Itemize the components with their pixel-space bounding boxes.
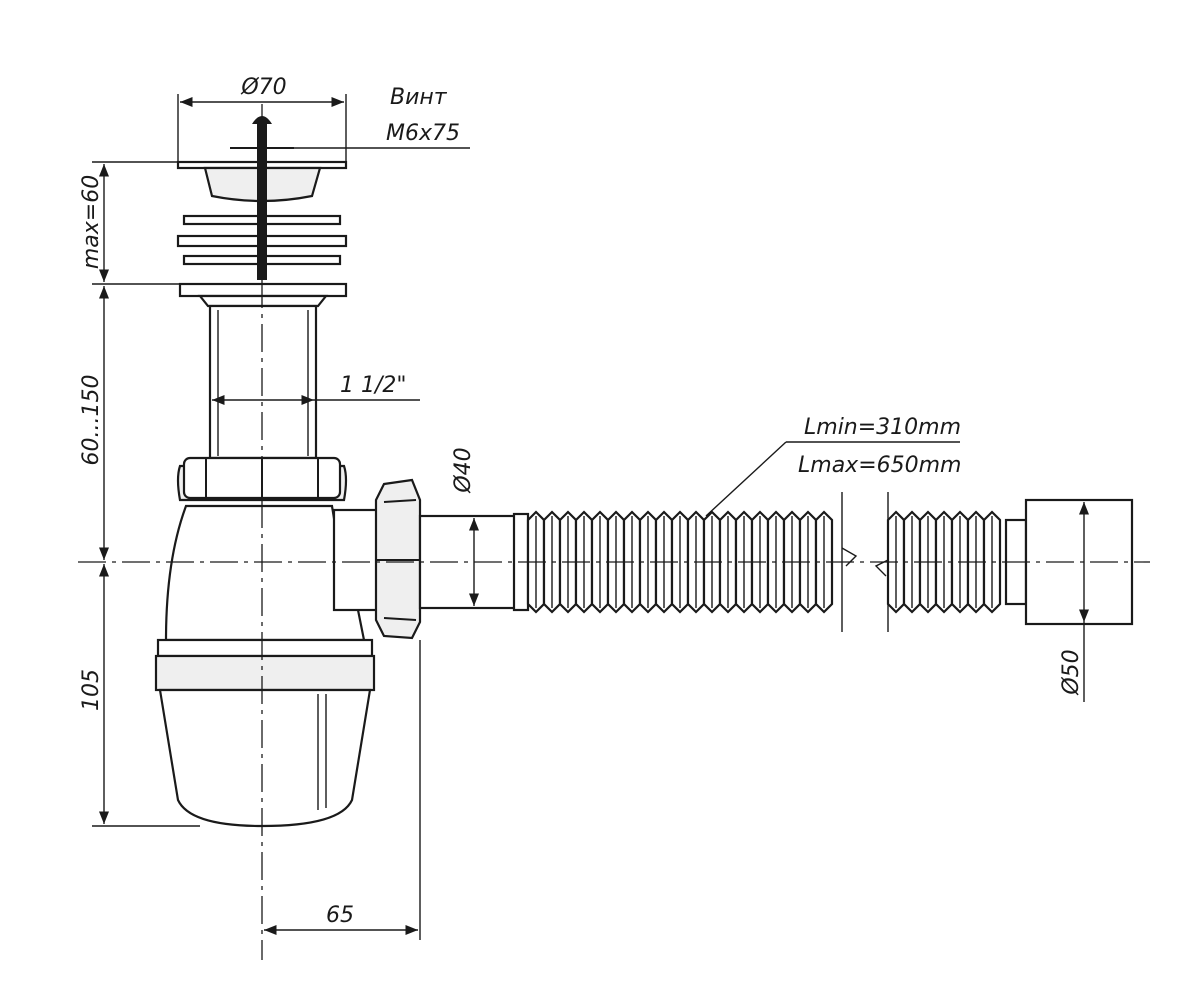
label-strainer-diameter: Ø70 (240, 75, 286, 100)
pipe-body (208, 304, 318, 460)
dim-pipe-thread: 1 1/2" (212, 373, 420, 406)
label-screw-name: Винт (390, 85, 448, 110)
dim-offset-width: 65 (264, 640, 421, 940)
bottle-trap (154, 504, 376, 828)
label-bottle-height: 105 (79, 669, 104, 711)
label-screw-size: M6x75 (386, 121, 460, 146)
label-hose-length-min: Lmin=310mm (804, 415, 961, 440)
outlet-stub (332, 508, 382, 612)
label-pipe-length-range: 60...150 (79, 375, 104, 466)
label-max-height: max=60 (79, 175, 104, 269)
screw-callout: Винт M6x75 (270, 85, 470, 149)
dim-vertical-chain: max=60 60...150 105 (79, 161, 200, 827)
bottle-cap-nut (154, 654, 376, 692)
dim-strainer-diameter: Ø70 (177, 75, 347, 162)
dim-end-diameter: Ø50 (1059, 502, 1090, 702)
bottle-ring-1 (156, 638, 374, 658)
bottle-bottom-cap (158, 688, 372, 828)
tailpiece-pipe (208, 304, 318, 460)
dim-outlet-diameter: Ø40 (420, 447, 480, 609)
label-offset-width: 65 (326, 903, 354, 928)
label-outlet-diameter: Ø40 (451, 447, 476, 493)
outlet-connection (332, 478, 518, 640)
flange-cone (197, 294, 329, 308)
label-hose-length-max: Lmax=650mm (798, 453, 961, 478)
hose-length-callout: Lmin=310mm Lmax=650mm (705, 415, 961, 517)
label-pipe-thread: 1 1/2" (340, 373, 407, 398)
label-end-diameter: Ø50 (1059, 649, 1084, 695)
mounting-flange (178, 282, 348, 298)
